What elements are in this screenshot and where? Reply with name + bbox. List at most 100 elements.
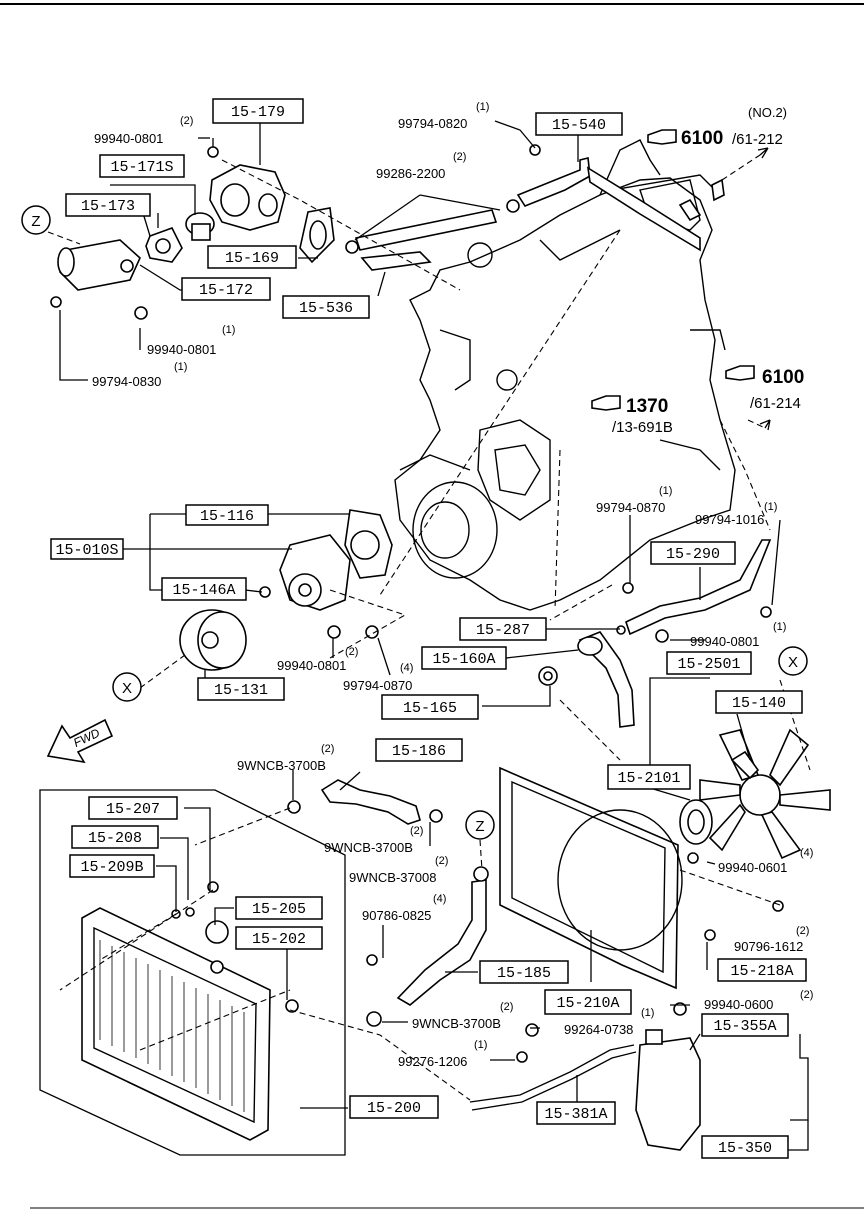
hose-160a [577,625,635,728]
part-box-15-2501: 15-2501 [677,656,740,673]
nut-icon [673,1002,687,1016]
part-box-15-290: 15-290 [666,546,720,563]
svg-text:(2): (2) [435,855,448,867]
part-number-boxes: 15-179 15-171S 15-173 15-169 15-172 15-5… [50,98,807,1159]
part-number: 99940-0801 [690,634,759,649]
part-box-15-179: 15-179 [231,104,285,121]
part-number: 9WNCB-37008 [349,870,436,885]
part-box-15-208: 15-208 [88,830,142,847]
part-box-15-010s: 15-010S [55,542,118,559]
part-number: 99794-0870 [596,500,665,515]
part-box-15-171s: 15-171S [110,159,173,176]
svg-text:(1): (1) [773,621,786,633]
svg-text:(2): (2) [345,646,358,658]
part-number: 99286-2200 [376,166,445,181]
part-box-15-536: 15-536 [299,300,353,317]
water-pipe-290 [622,539,772,643]
part-box-15-173: 15-173 [81,198,135,215]
part-number: 99940-0801 [94,131,163,146]
leader-lines [59,120,809,1151]
nut-icon [655,629,669,643]
svg-text:(2): (2) [453,151,466,163]
svg-text:(2): (2) [180,115,193,127]
part-box-15-205: 15-205 [252,901,306,918]
part-number: 99940-0600 [704,997,773,1012]
svg-text:/61-214: /61-214 [750,395,801,412]
part-box-15-169: 15-169 [225,250,279,267]
thermostat-housing [207,146,286,231]
clamp-icon [429,809,443,823]
part-box-15-209b: 15-209B [80,859,143,876]
nut-icon [327,625,341,639]
reference-1370: 1370 [626,396,668,417]
nut-icon [134,306,148,320]
part-box-15-200: 15-200 [367,1100,421,1117]
clamp-icon [473,866,489,882]
part-number: 99794-1016 [695,512,764,527]
bolt-icon [704,929,716,941]
part-box-15-146a: 15-146A [172,582,235,599]
bolt-icon [366,954,378,966]
svg-text:(1): (1) [474,1039,487,1051]
hose-99286 [354,209,498,251]
part-box-15-185: 15-185 [497,965,551,982]
cooling-fan [699,728,831,860]
part-box-15-131: 15-131 [214,682,268,699]
part-number: 99940-0801 [277,658,346,673]
svg-text:(2): (2) [321,743,334,755]
svg-text:(1): (1) [659,485,672,497]
radiator-cap-icon [205,920,229,944]
clip-icon [516,1051,528,1063]
fan-shroud [499,766,784,990]
clamp-icon [366,1011,382,1027]
part-box-15-210a: 15-210A [556,995,619,1012]
part-number-labels: (2) 99940-0801 (1) 99794-0820 (2) 99286-… [92,101,813,1069]
part-number: 9WNCB-3700B [324,840,413,855]
drain-plug-icon [285,999,299,1013]
svg-text:(1): (1) [174,361,187,373]
svg-text:(4): (4) [800,847,813,859]
part-number: 90786-0825 [362,908,431,923]
water-pump-pulley [179,609,247,671]
svg-text:(1): (1) [764,501,777,513]
bypass-pipe-536 [345,240,432,271]
lower-radiator-hose-185 [366,866,489,1027]
part-number: 99940-0801 [147,342,216,357]
svg-text:(1): (1) [222,324,235,336]
coolant-reservoir [516,1002,701,1151]
radiator [39,789,346,1156]
callout-z-hose: Z [465,810,495,840]
water-inlet-pipe [50,239,148,320]
part-box-15-165: 15-165 [403,700,457,717]
part-box-15-355a: 15-355A [713,1018,776,1035]
bolt-icon [772,900,784,912]
part-number: 99264-0738 [564,1022,633,1037]
svg-text:(NO.2): (NO.2) [748,105,787,120]
part-number: 99794-0830 [92,374,161,389]
gasket-169 [299,207,335,264]
part-number: 9WNCB-3700B [412,1016,501,1031]
part-number: 99276-1206 [398,1054,467,1069]
part-box-15-140: 15-140 [732,695,786,712]
svg-text:X: X [122,680,132,697]
svg-text:/61-212: /61-212 [732,131,783,148]
svg-text:(4): (4) [400,662,413,674]
svg-text:X: X [788,654,798,671]
svg-text:(2): (2) [410,825,423,837]
callout-x-pulley: X [112,672,142,702]
water-pump [259,509,393,639]
part-box-15-160a: 15-160A [432,651,495,668]
clamp-icon [287,800,301,814]
svg-text:Z: Z [475,818,484,835]
bolt-icon [760,606,772,618]
part-number: 9WNCB-3700B [237,758,326,773]
part-box-15-381a: 15-381A [544,1106,607,1123]
section-references: (NO.2) 6100 /61-212 6100 /61-214 1370 /1… [612,105,804,436]
svg-text:(2): (2) [796,925,809,937]
nut-icon [687,852,699,864]
svg-text:(1): (1) [476,101,489,113]
thermostat-gasket [145,227,183,263]
nut-icon [207,146,219,158]
svg-text:/13-691B: /13-691B [612,419,673,436]
part-box-15-116: 15-116 [200,508,254,525]
